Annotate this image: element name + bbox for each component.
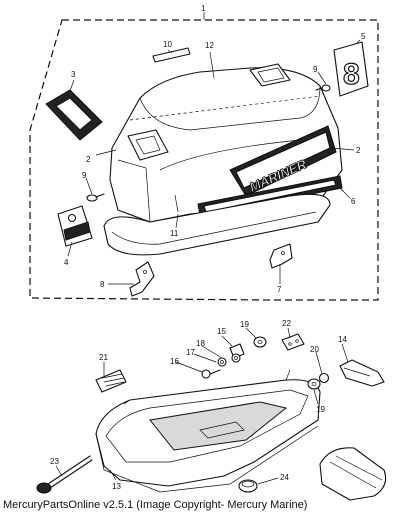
callout-2-right: 2 [356, 146, 361, 155]
part-21-grille [95, 369, 127, 393]
callout-13: 13 [112, 482, 121, 491]
part-5-decal [333, 41, 369, 97]
callout-5: 5 [361, 32, 366, 41]
callout-10: 10 [163, 40, 172, 49]
callout-4: 4 [64, 258, 69, 267]
part-9-screw-left [86, 193, 105, 202]
part-12-top-cowl [109, 63, 343, 223]
callout-24: 24 [280, 473, 289, 482]
part-9-screw-right [315, 84, 331, 92]
accessory-bag [319, 447, 387, 501]
callout-19-right: 19 [316, 405, 325, 414]
part-17-washer [217, 357, 227, 367]
part-8-bracket [129, 261, 155, 297]
callout-3: 3 [71, 70, 76, 79]
callout-12: 12 [205, 41, 214, 50]
part-19-grommet-top [253, 336, 267, 348]
assembly-boundary [29, 19, 379, 301]
part-13-lower-pan [95, 369, 321, 493]
callout-8: 8 [100, 280, 105, 289]
part-4-emblem [57, 205, 93, 247]
callout-21: 21 [99, 353, 108, 362]
callout-14: 14 [338, 335, 347, 344]
part-14-latch [339, 359, 385, 387]
part-18-washer [231, 353, 241, 363]
part-10-strip [152, 47, 191, 63]
part-16-screw [201, 369, 221, 379]
part-22-plate [281, 333, 305, 351]
callout-15: 15 [217, 327, 226, 336]
callout-23: 23 [50, 457, 59, 466]
part-19-grommet-right [307, 378, 321, 390]
callout-2-left: 2 [86, 155, 91, 164]
callout-7: 7 [277, 285, 282, 294]
copyright-notice: MercuryPartsOnline v2.5.1 (Image Copyrig… [3, 499, 308, 511]
part-24-plug [238, 479, 258, 493]
callout-1: 1 [201, 4, 206, 13]
callout-22: 22 [282, 319, 291, 328]
callout-6: 6 [351, 197, 356, 206]
part-11-lower-seal [103, 193, 331, 256]
callout-11: 11 [170, 229, 179, 238]
callout-20: 20 [310, 345, 319, 354]
decal-number-text: 8 [343, 58, 360, 91]
leader-lines [55, 39, 361, 485]
callout-16: 16 [170, 357, 179, 366]
callout-18: 18 [196, 339, 205, 348]
part-20-nut [318, 372, 330, 384]
callout-9-left: 9 [82, 171, 87, 180]
callout-labels: 1 2 2 3 4 5 6 7 8 9 9 10 11 12 13 14 15 … [50, 4, 366, 491]
callout-19-top: 19 [240, 320, 249, 329]
callout-9-right: 9 [313, 65, 318, 74]
part-23-connector [36, 455, 93, 494]
part-7-bracket [269, 243, 293, 269]
callout-17: 17 [186, 348, 195, 357]
